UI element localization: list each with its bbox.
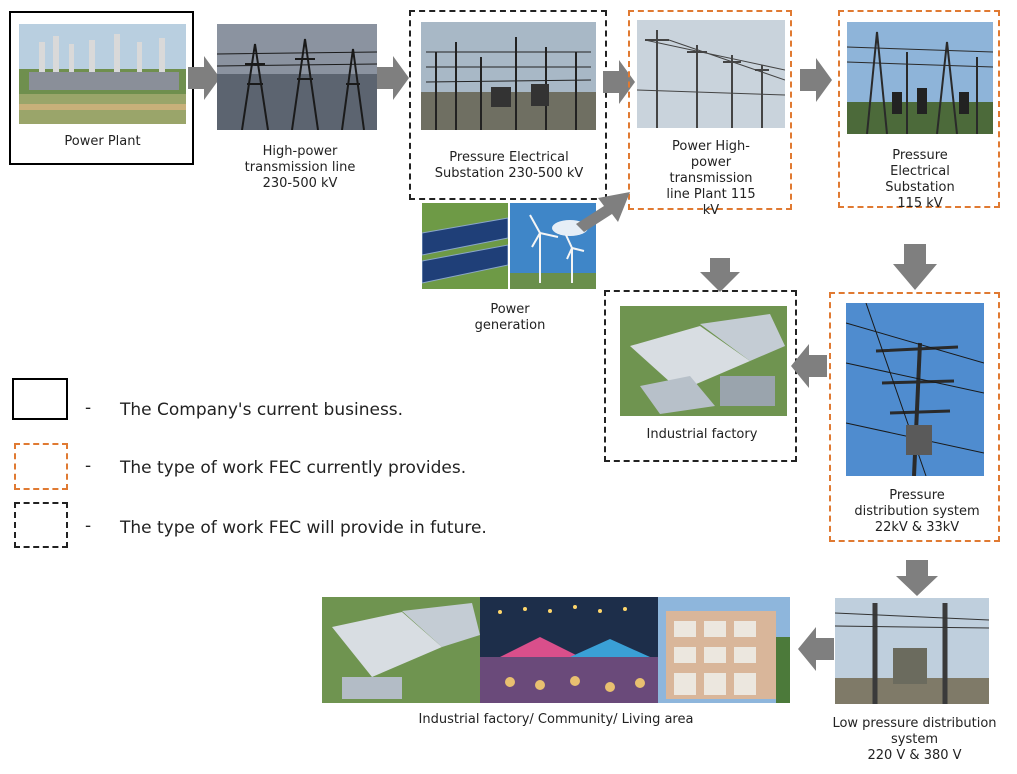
power-generation-label: Power generation xyxy=(474,302,546,333)
legend-black-box xyxy=(14,502,68,548)
arrow-right-1 xyxy=(188,56,220,100)
legend-dash-2: - xyxy=(85,456,92,476)
arrow-right-2 xyxy=(377,56,409,100)
arrow-right-4 xyxy=(800,58,832,102)
legend-orange-box xyxy=(14,443,68,490)
distribution-22-33-photo xyxy=(846,303,984,476)
arrow-right-3 xyxy=(603,60,635,104)
industrial-factory-label: Industrial factory xyxy=(646,427,758,442)
legend-dash-3: - xyxy=(85,516,92,536)
low-distribution-label: Low pressure distribution system 220 V &… xyxy=(832,716,997,763)
transmission-500-photo xyxy=(217,24,377,130)
solar-panel-photo xyxy=(422,203,508,289)
substation-500-photo xyxy=(421,22,596,130)
distribution-22-33-label: Pressure distribution system 22kV & 33kV xyxy=(854,488,980,535)
substation-500-label: Pressure Electrical Substation 230-500 k… xyxy=(434,150,584,181)
substation-115-photo xyxy=(847,22,993,134)
legend-dash-1: - xyxy=(85,398,92,418)
legend-current-business: The Company's current business. xyxy=(120,400,404,420)
end-users-living-photo xyxy=(658,597,790,703)
power-plant-photo xyxy=(19,24,186,124)
arrow-down-distribution xyxy=(896,560,938,596)
end-users-community-photo xyxy=(480,597,658,703)
transmission-115-box xyxy=(628,10,792,210)
arrow-down-transmission-115 xyxy=(700,258,740,292)
low-distribution-photo xyxy=(835,598,989,704)
transmission-500-label: High-power transmission line 230-500 kV xyxy=(244,144,356,191)
arrow-left-end-users xyxy=(798,627,834,671)
industrial-factory-box xyxy=(604,290,797,462)
distribution-22-33-box xyxy=(829,292,1000,542)
end-users-factory-photo xyxy=(322,597,480,703)
legend-fec-future: The type of work FEC will provide in fut… xyxy=(120,518,487,538)
arrow-up-right-generation xyxy=(576,192,630,232)
substation-500-box xyxy=(409,10,607,200)
substation-115-label: Pressure Electrical Substation 115 kV xyxy=(885,148,955,211)
transmission-115-photo xyxy=(637,20,785,128)
legend-fec-current: The type of work FEC currently provides. xyxy=(120,458,467,478)
arrow-down-substation-115 xyxy=(893,244,937,290)
transmission-115-label: Power High- power transmission line Plan… xyxy=(666,139,756,218)
legend-solid-box xyxy=(12,378,68,420)
substation-115-box xyxy=(838,10,1000,208)
end-users-label: Industrial factory/ Community/ Living ar… xyxy=(418,712,694,727)
industrial-factory-photo xyxy=(620,306,787,416)
arrow-left-factory xyxy=(791,344,827,388)
power-plant-label: Power Plant xyxy=(64,134,141,149)
